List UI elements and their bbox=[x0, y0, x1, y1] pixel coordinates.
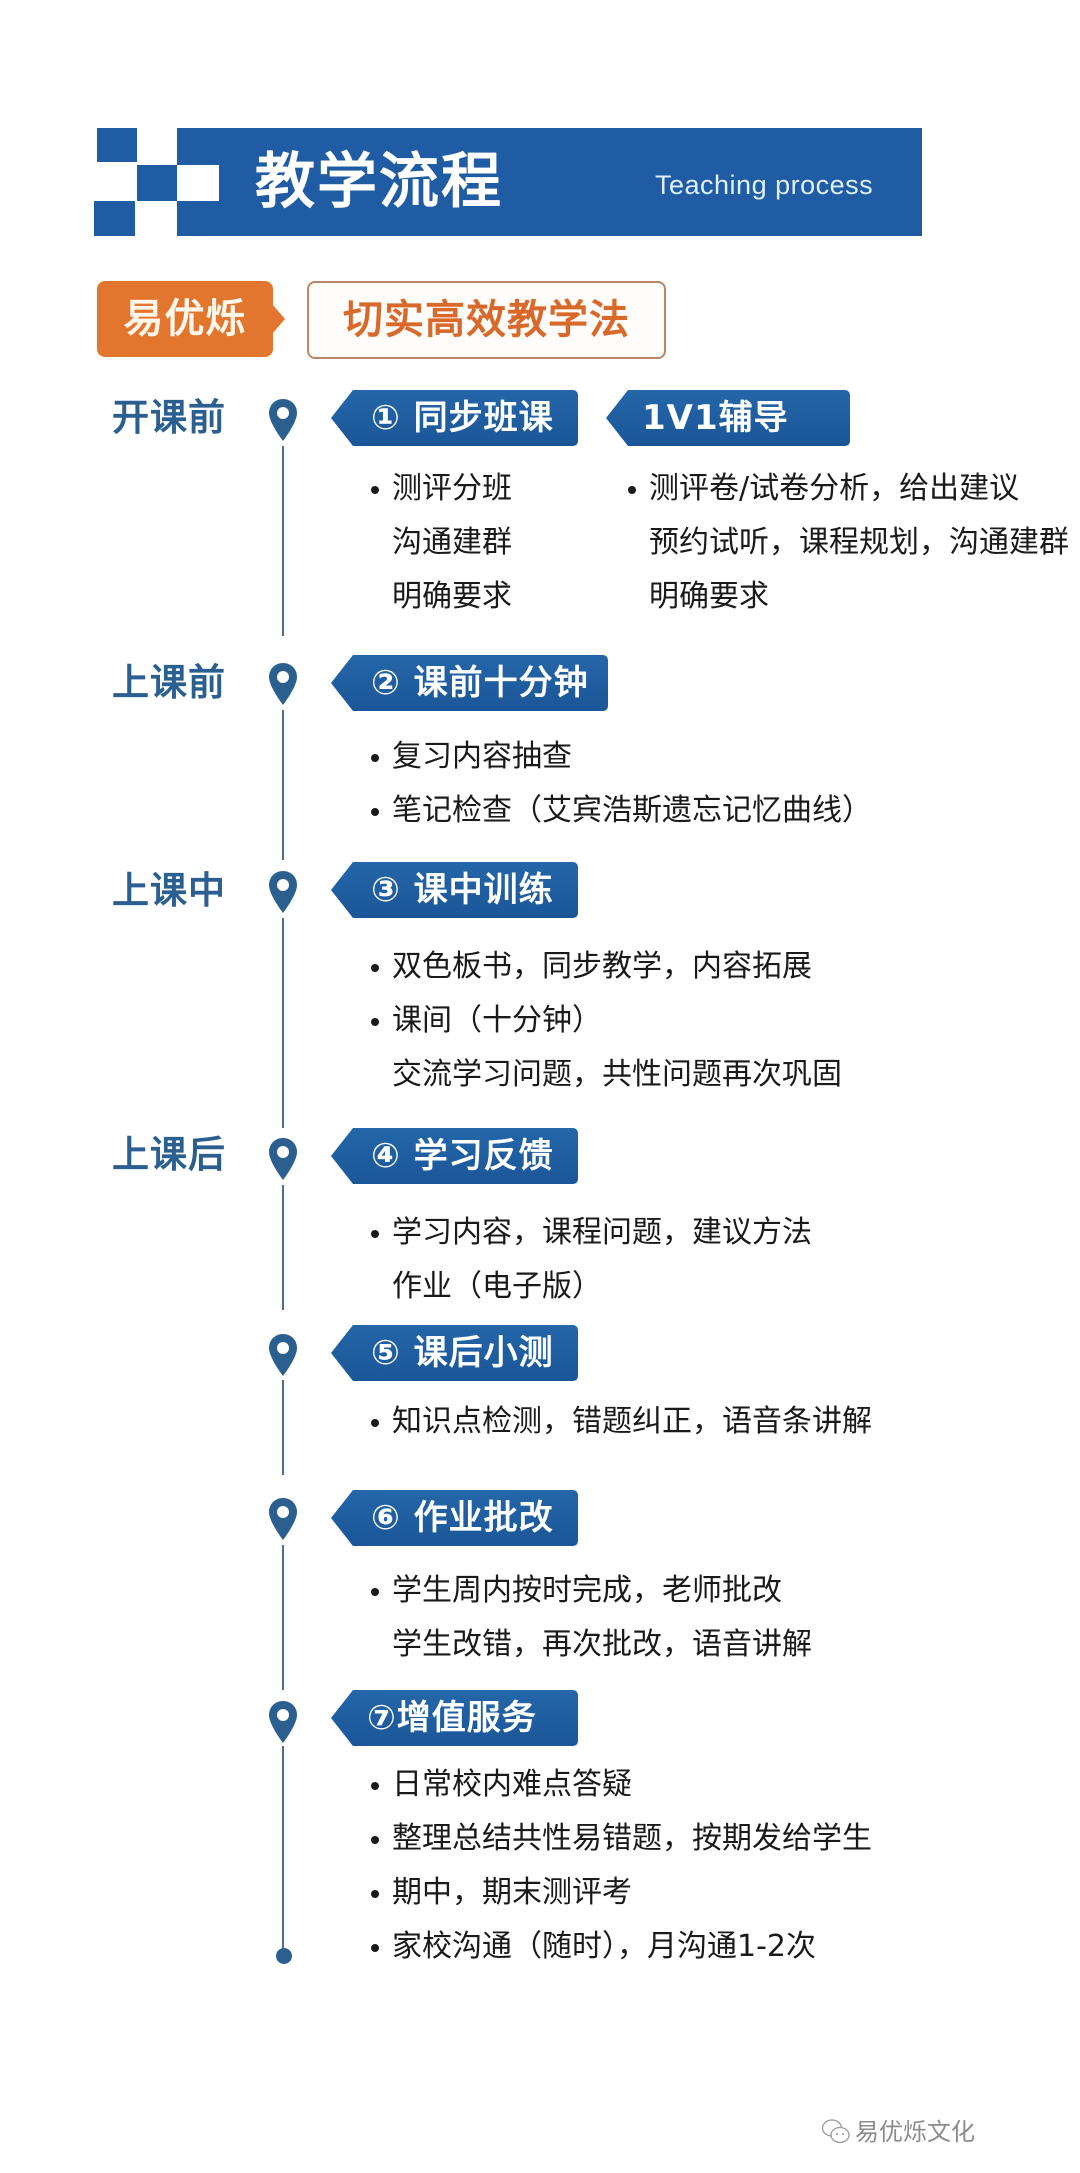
list-item: 期中，期末测评考 bbox=[367, 1866, 872, 1920]
bullet-list-homework: 学生周内按时完成，老师批改 学生改错，再次批改，语音讲解 bbox=[367, 1564, 812, 1672]
stage-label-after-class: 上课后 bbox=[112, 1133, 226, 1176]
page-subtitle-en: Teaching process bbox=[655, 170, 874, 200]
page-title: 教学流程 bbox=[255, 147, 503, 217]
title-banner bbox=[177, 128, 922, 236]
list-item: 沟通建群 bbox=[392, 525, 512, 560]
list-item: 复习内容抽查 bbox=[367, 730, 872, 784]
bullet-icon bbox=[371, 1782, 379, 1790]
brand-arrow-icon bbox=[272, 304, 285, 334]
list-item: 日常校内难点答疑 bbox=[367, 1758, 872, 1812]
timeline-line bbox=[282, 918, 284, 1128]
list-item: 明确要求 bbox=[392, 579, 512, 614]
list-item: 交流学习问题，共性问题再次巩固 bbox=[392, 1057, 842, 1092]
list-item: 学习内容，课程问题，建议方法 bbox=[367, 1206, 812, 1260]
banner-notch bbox=[177, 165, 219, 201]
tag-homework-grading: ⑥ 作业批改 bbox=[331, 1490, 578, 1546]
list-item: 家校沟通（随时），月沟通1-2次 bbox=[367, 1920, 872, 1974]
bullet-icon bbox=[371, 1890, 379, 1898]
map-pin-icon bbox=[269, 1498, 297, 1540]
timeline-line bbox=[282, 710, 284, 860]
bullet-list-pre-class: 复习内容抽查 笔记检查（艾宾浩斯遗忘记忆曲线） bbox=[367, 730, 872, 838]
stage-label-before-class: 上课前 bbox=[112, 661, 226, 704]
timeline-line bbox=[282, 1545, 284, 1690]
tag-1v1-tutoring: 1V1辅导 bbox=[606, 390, 850, 446]
bullet-icon bbox=[371, 486, 379, 494]
list-item: 作业（电子版） bbox=[392, 1269, 602, 1304]
bullet-icon bbox=[371, 1230, 379, 1238]
bullet-list-sync-class: 测评分班 沟通建群 明确要求 bbox=[367, 462, 512, 624]
list-item: 测评分班 bbox=[367, 462, 512, 516]
timeline-end-dot-icon bbox=[276, 1948, 292, 1964]
map-pin-icon bbox=[269, 663, 297, 705]
map-pin-icon bbox=[269, 1334, 297, 1376]
bullet-icon bbox=[371, 1588, 379, 1596]
timeline-line bbox=[282, 446, 284, 636]
stage-label-in-class: 上课中 bbox=[112, 869, 226, 912]
map-pin-icon bbox=[269, 1701, 297, 1743]
bullet-icon bbox=[371, 754, 379, 762]
list-item: 明确要求 bbox=[649, 579, 769, 614]
map-pin-icon bbox=[269, 871, 297, 913]
tag-post-class-quiz: ⑤ 课后小测 bbox=[331, 1325, 578, 1381]
tag-learning-feedback: ④ 学习反馈 bbox=[331, 1128, 578, 1184]
bullet-list-value-added: 日常校内难点答疑 整理总结共性易错题，按期发给学生 期中，期末测评考 家校沟通（… bbox=[367, 1758, 872, 1974]
bullet-list-quiz: 知识点检测，错题纠正，语音条讲解 bbox=[367, 1395, 872, 1449]
timeline-line bbox=[282, 1380, 284, 1475]
timeline-line bbox=[282, 1746, 284, 1951]
map-pin-icon bbox=[269, 1138, 297, 1180]
list-item: 知识点检测，错题纠正，语音条讲解 bbox=[367, 1395, 872, 1449]
stage-label-before-term: 开课前 bbox=[112, 396, 226, 439]
bullet-list-in-class: 双色板书，同步教学，内容拓展 课间（十分钟） 交流学习问题，共性问题再次巩固 bbox=[367, 940, 842, 1102]
list-item: 测评卷/试卷分析，给出建议 bbox=[624, 462, 1069, 516]
list-item: 双色板书，同步教学，内容拓展 bbox=[367, 940, 842, 994]
list-item: 整理总结共性易错题，按期发给学生 bbox=[367, 1812, 872, 1866]
bullet-list-1v1: 测评卷/试卷分析，给出建议 预约试听，课程规划，沟通建群 明确要求 bbox=[624, 462, 1069, 624]
banner-square-middle bbox=[137, 165, 177, 201]
tag-pre-class-ten-minutes: ② 课前十分钟 bbox=[331, 655, 608, 711]
map-pin-icon bbox=[269, 399, 297, 441]
list-item: 学生改错，再次批改，语音讲解 bbox=[392, 1627, 812, 1662]
tag-sync-class: ① 同步班课 bbox=[331, 390, 578, 446]
tag-in-class-training: ③ 课中训练 bbox=[331, 862, 578, 918]
list-item: 预约试听，课程规划，沟通建群 bbox=[649, 525, 1069, 560]
bullet-icon bbox=[371, 1419, 379, 1427]
tag-value-added-service: ⑦增值服务 bbox=[331, 1690, 578, 1746]
bullet-icon bbox=[371, 808, 379, 816]
list-item: 学生周内按时完成，老师批改 bbox=[367, 1564, 812, 1618]
list-item: 课间（十分钟） bbox=[367, 994, 842, 1048]
brand-badge: 易优烁 bbox=[97, 281, 273, 357]
bullet-list-feedback: 学习内容，课程问题，建议方法 作业（电子版） bbox=[367, 1206, 812, 1314]
bullet-icon bbox=[371, 1018, 379, 1026]
timeline-line bbox=[282, 1185, 284, 1310]
wechat-icon bbox=[821, 2119, 850, 2144]
method-title: 切实高效教学法 bbox=[307, 281, 666, 359]
list-item: 笔记检查（艾宾浩斯遗忘记忆曲线） bbox=[367, 784, 872, 838]
banner-square-bottom bbox=[94, 201, 135, 236]
bullet-icon bbox=[371, 1836, 379, 1844]
bullet-icon bbox=[628, 486, 636, 494]
banner-square-top bbox=[97, 128, 137, 162]
bullet-icon bbox=[371, 964, 379, 972]
bullet-icon bbox=[371, 1944, 379, 1952]
account-name: 易优烁文化 bbox=[855, 2118, 975, 2146]
wechat-account-watermark: 易优烁文化 bbox=[821, 2114, 975, 2150]
